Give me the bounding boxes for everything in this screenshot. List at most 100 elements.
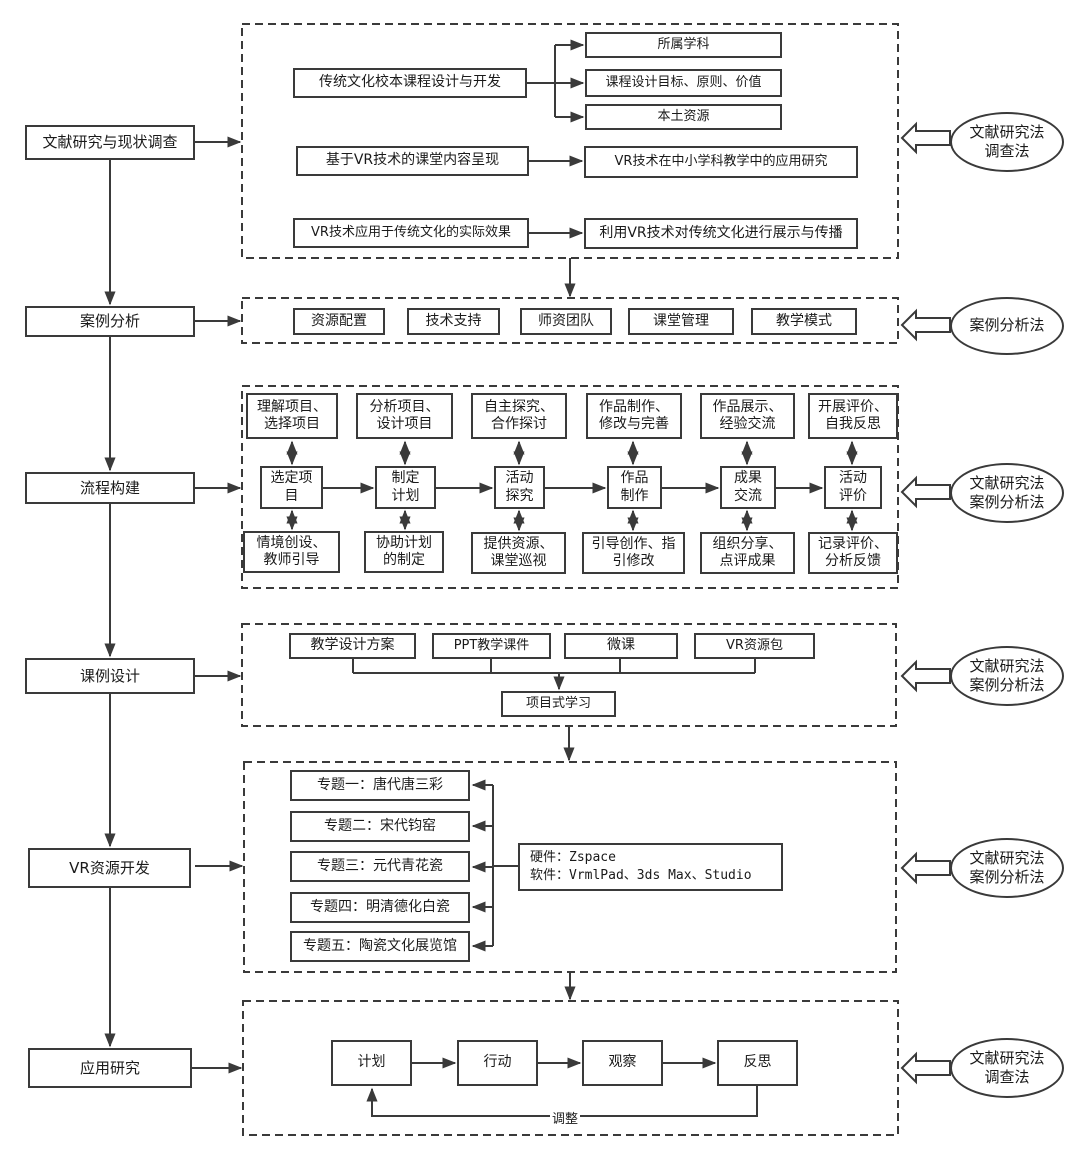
process-step-4: 作品制作 <box>607 466 662 509</box>
method-ellipse-4: 文献研究法案例分析法 <box>950 646 1064 706</box>
vr-tools-box: 硬件：Zspace 软件：VrmlPad、3ds Max、Studio <box>518 843 783 891</box>
line: 作品展示、 <box>712 398 783 415</box>
stage-vr-development: VR资源开发 <box>28 848 191 888</box>
box-label: 观察 <box>608 1054 637 1071</box>
line: 制作 <box>620 487 649 504</box>
process-step-5: 成果交流 <box>720 466 776 509</box>
line: 活动 <box>505 470 534 486</box>
vr-topic-1: 专题一：唐代唐三彩 <box>290 770 470 801</box>
line: 教师引导 <box>263 552 320 568</box>
process-top-4: 作品制作、修改与完善 <box>586 393 682 439</box>
box-label: 本土资源 <box>657 108 710 124</box>
box-label: 教学设计方案 <box>310 637 395 654</box>
feedback-label: 调整 <box>550 1108 581 1127</box>
group-frame-literature <box>241 23 899 259</box>
line: 分析项目、 <box>369 398 440 415</box>
line: 合作探讨 <box>491 416 547 432</box>
box-label: 课堂管理 <box>653 312 709 329</box>
line: 记录评价、 <box>818 535 888 552</box>
line: 交流 <box>734 487 762 504</box>
group-frame-process <box>241 385 899 589</box>
hollow-arrow-6 <box>900 1051 951 1085</box>
literature-topic-2: 基于VR技术的课堂内容呈现 <box>296 146 529 176</box>
lesson-result-project-learning: 项目式学习 <box>501 691 616 717</box>
method-ellipse-3: 文献研究法案例分析法 <box>950 463 1064 523</box>
process-bottom-1: 情境创设、教师引导 <box>243 531 340 573</box>
method-ellipse-6: 文献研究法调查法 <box>950 1038 1064 1098</box>
stage-label: 流程构建 <box>79 478 140 497</box>
hardware-label: 硬件：Zspace <box>530 850 616 866</box>
cycle-action: 行动 <box>457 1040 538 1086</box>
line: 开展评价、 <box>818 398 888 415</box>
method-ellipse-1: 文献研究法调查法 <box>950 112 1064 172</box>
case-item-resources: 资源配置 <box>293 308 385 335</box>
process-bottom-2: 协助计划的制定 <box>364 531 444 573</box>
line: 作品制作、 <box>599 398 669 415</box>
process-top-6: 开展评价、自我反思 <box>808 393 898 439</box>
stage-label: 应用研究 <box>79 1058 140 1077</box>
case-item-teachers: 师资团队 <box>520 308 612 335</box>
process-top-2: 分析项目、设计项目 <box>356 393 453 439</box>
box-label: 项目式学习 <box>525 695 591 711</box>
stage-application-research: 应用研究 <box>28 1048 192 1088</box>
stage-label: 案例分析 <box>79 312 140 331</box>
method-ellipse-5: 文献研究法案例分析法 <box>950 838 1064 898</box>
box-label: PPT教学课件 <box>453 637 530 653</box>
cycle-plan: 计划 <box>331 1040 412 1086</box>
literature-topic-2-item: VR技术在中小学科教学中的应用研究 <box>584 146 858 178</box>
box-label: VR技术在中小学科教学中的应用研究 <box>614 153 828 169</box>
software-label: 软件：VrmlPad、3ds Max、Studio <box>530 868 752 883</box>
case-item-classroom: 课堂管理 <box>628 308 734 335</box>
group-frame-case <box>241 297 899 344</box>
process-top-1: 理解项目、选择项目 <box>246 393 338 439</box>
literature-item-goals: 课程设计目标、原则、价值 <box>585 69 782 97</box>
process-top-5: 作品展示、经验交流 <box>700 393 795 439</box>
process-step-2: 制定计划 <box>375 466 436 509</box>
box-label: 计划 <box>357 1054 386 1071</box>
hollow-arrow-3 <box>900 475 951 509</box>
method-ellipse-2: 案例分析法 <box>950 297 1064 355</box>
vr-topic-3: 专题三：元代青花瓷 <box>290 851 470 882</box>
box-label: 教学模式 <box>776 312 832 329</box>
vr-topic-2: 专题二：宋代钧窑 <box>290 811 470 842</box>
group-frame-app <box>242 1000 899 1136</box>
line: 探究 <box>505 487 534 504</box>
line: 情境创设、 <box>256 534 327 551</box>
line: 制定 <box>391 470 420 486</box>
literature-topic-1: 传统文化校本课程设计与开发 <box>293 68 527 98</box>
line: 自我反思 <box>825 416 881 432</box>
line: 组织分享、 <box>712 535 783 552</box>
box-label: 专题三：元代青花瓷 <box>317 857 443 874</box>
box-label: 资源配置 <box>311 312 367 329</box>
method-label: 案例分析法 <box>969 676 1045 694</box>
stage-process-construction: 流程构建 <box>25 472 195 504</box>
hollow-arrow-4 <box>900 659 951 693</box>
case-item-tech-support: 技术支持 <box>407 308 500 335</box>
literature-topic-3-item: 利用VR技术对传统文化进行展示与传播 <box>584 218 858 249</box>
literature-topic-3: VR技术应用于传统文化的实际效果 <box>293 218 529 248</box>
line: 成果 <box>734 470 762 486</box>
line: 理解项目、 <box>257 398 327 415</box>
line: 的制定 <box>383 552 425 568</box>
box-label: 利用VR技术对传统文化进行展示与传播 <box>599 224 843 241</box>
line: 评价 <box>839 487 867 504</box>
line: 作品 <box>620 470 649 486</box>
method-label: 文献研究法 <box>969 656 1045 675</box>
box-label: 技术支持 <box>425 312 482 329</box>
method-label: 案例分析法 <box>969 316 1045 335</box>
line: 经验交流 <box>719 416 776 432</box>
line: 点评成果 <box>719 553 776 569</box>
box-label: 专题一：唐代唐三彩 <box>317 776 443 793</box>
line: 计划 <box>391 487 420 504</box>
lesson-item-design-plan: 教学设计方案 <box>289 633 416 659</box>
method-label: 案例分析法 <box>969 493 1045 511</box>
lesson-item-ppt: PPT教学课件 <box>432 633 551 659</box>
vr-topic-4: 专题四：明清德化白瓷 <box>290 892 470 923</box>
process-bottom-5: 组织分享、点评成果 <box>700 532 795 574</box>
box-label: 专题二：宋代钧窑 <box>324 817 436 834</box>
line: 选择项目 <box>264 416 320 432</box>
stage-label: 课例设计 <box>79 666 140 685</box>
box-label: 反思 <box>743 1054 772 1071</box>
box-label: 所属学科 <box>657 36 710 52</box>
stage-label: VR资源开发 <box>69 858 150 877</box>
